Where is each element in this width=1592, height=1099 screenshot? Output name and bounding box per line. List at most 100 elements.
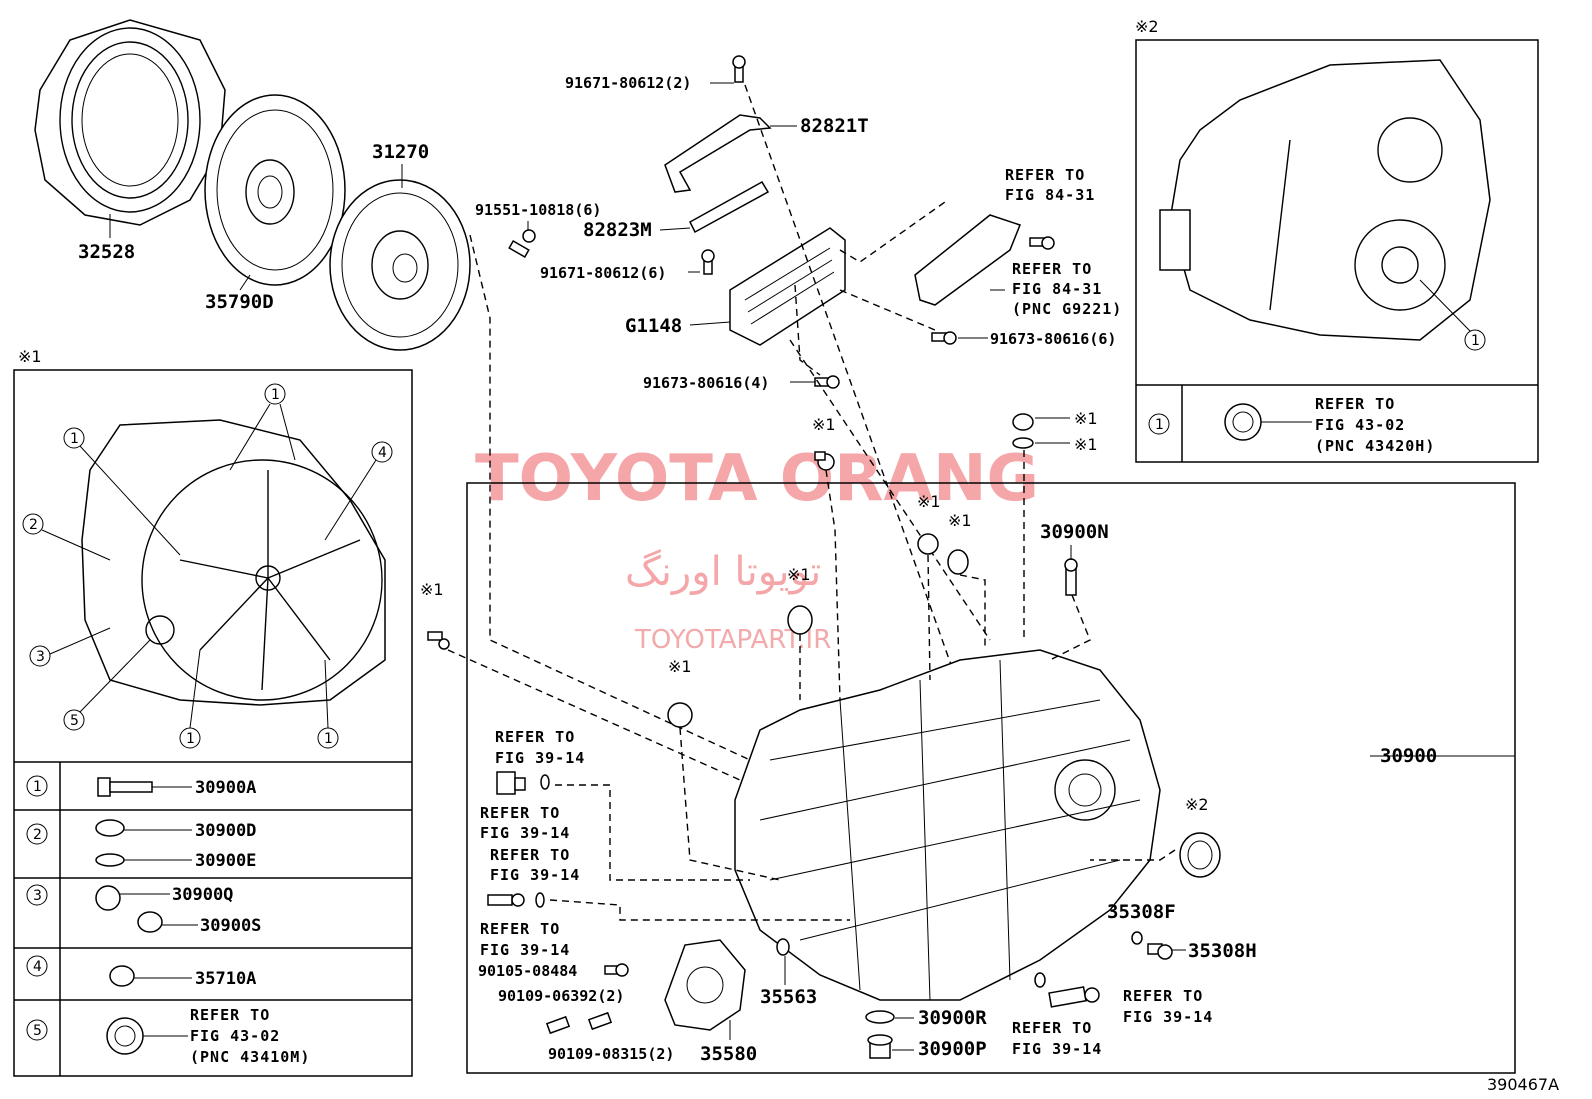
ref-43-02-inset1-line3: (PNC 43410M) — [190, 1048, 310, 1066]
inset1-row-4: 4 35710A — [26, 955, 256, 989]
bolt-91673-6-drawing — [931, 331, 957, 345]
label-30900: 30900 — [1380, 745, 1437, 767]
label-35563: 35563 — [760, 986, 817, 1008]
label-31270: 31270 — [372, 141, 429, 163]
svg-text:3: 3 — [36, 649, 45, 665]
plug-refer-drawing — [496, 771, 526, 795]
note1-mark-e: ※1 — [948, 511, 972, 530]
inset1-housing-drawing — [81, 419, 386, 706]
ref-39-14-f-line1: REFER TO — [1123, 987, 1203, 1005]
inset1-row-2: 2 30900D 30900E — [26, 819, 256, 871]
bolt-90109-08315-drawing — [587, 1011, 613, 1031]
bolt-h-drawing — [427, 631, 450, 650]
ref-43-02-inset1-line1: REFER TO — [190, 1006, 270, 1024]
note1-mark-a: ※1 — [812, 415, 836, 434]
svg-text:1: 1 — [70, 431, 79, 447]
bolt-84-31-drawing — [1029, 236, 1055, 250]
inset2-frame — [1135, 39, 1539, 463]
label-30900p: 30900P — [918, 1038, 987, 1060]
transaxle-housing-drawing — [734, 649, 1161, 1001]
label-91673-4: 91673-80616(4) — [643, 374, 769, 392]
svg-text:5: 5 — [33, 1023, 42, 1039]
svg-text:1: 1 — [33, 779, 42, 795]
svg-text:2: 2 — [33, 827, 42, 843]
ref-39-14-e-line1: REFER TO — [1012, 1019, 1092, 1037]
inset2-housing-drawing — [1159, 59, 1491, 341]
label-91673-6: 91673-80616(6) — [990, 330, 1116, 348]
relay-g1148-drawing — [729, 227, 846, 346]
inset1-callouts: 1 1 2 4 3 5 1 1 — [22, 383, 393, 749]
ref-39-14-a-line1: REFER TO — [495, 728, 575, 746]
svg-text:1: 1 — [1471, 333, 1480, 349]
inset1-frame — [13, 369, 413, 1077]
ref-39-14-c-line1: REFER TO — [490, 846, 570, 864]
plug-b-drawing — [1012, 413, 1034, 449]
label-90109-08315: 90109-08315(2) — [548, 1045, 674, 1063]
watermark-brand-farsi: تویوتا اورنگ — [625, 549, 821, 595]
bolt-refer-drawing — [487, 893, 525, 907]
label-g1148: G1148 — [625, 315, 682, 337]
svg-text:4: 4 — [378, 445, 387, 461]
oring-a-drawing — [540, 774, 550, 790]
label-35790d: 35790D — [205, 291, 274, 313]
ref-43-02-inset1-line2: FIG 43-02 — [190, 1027, 280, 1045]
label-30900r: 30900R — [918, 1007, 987, 1029]
note1-mark-d: ※1 — [917, 492, 941, 511]
inset1-row-1: 1 30900A — [26, 775, 256, 798]
gasket-30900r-drawing — [865, 1010, 895, 1024]
ref-84-31-g9221-line3: (PNC G9221) — [1012, 300, 1122, 318]
label-35308f: 35308F — [1107, 901, 1176, 923]
ref-43-02-inset2-line1: REFER TO — [1315, 395, 1395, 413]
svg-text:2: 2 — [29, 517, 38, 533]
ref-39-14-b-line2: FIG 39-14 — [480, 824, 570, 842]
svg-text:3: 3 — [33, 888, 42, 904]
svg-text:1: 1 — [271, 387, 280, 403]
label-30900s: 30900S — [200, 916, 261, 936]
ref-39-14-d-line1: REFER TO — [480, 920, 560, 938]
note1-mark-h: ※1 — [420, 580, 444, 599]
watermark-brand: TOYOTA ORANG — [475, 442, 1039, 516]
ref-39-14-c-line2: FIG 39-14 — [490, 866, 580, 884]
oring-35308f-drawing — [1131, 931, 1143, 945]
bolt-90105-drawing — [604, 963, 629, 977]
oring-c-drawing — [535, 892, 545, 908]
main-assembly-frame — [466, 482, 1516, 1074]
label-30900e: 30900E — [195, 851, 256, 871]
label-30900d: 30900D — [195, 821, 256, 841]
note2-mark: ※2 — [1185, 795, 1209, 814]
bracket-82821t-drawing — [664, 114, 772, 193]
label-30900a: 30900A — [195, 778, 256, 798]
ref-39-14-e-line2: FIG 39-14 — [1012, 1040, 1102, 1058]
bolt-91673-4-drawing — [814, 375, 840, 389]
bolt-90109-06392-drawing — [545, 1015, 571, 1035]
figure-code: 390467A — [1487, 1075, 1559, 1094]
note1-mark-b: ※1 — [1074, 409, 1098, 428]
label-30900q: 30900Q — [172, 885, 233, 905]
bolt-91671-mid-drawing — [701, 249, 715, 275]
svg-text:5: 5 — [70, 713, 79, 729]
label-90105: 90105-08484 — [478, 962, 577, 980]
bolt-91671-top-drawing — [732, 55, 746, 83]
ref-39-14-b-line1: REFER TO — [480, 804, 560, 822]
ref-84-31-g9221-line2: FIG 84-31 — [1012, 280, 1102, 298]
label-82821t: 82821T — [800, 115, 869, 137]
ecu-module-drawing — [914, 214, 1021, 306]
inset2-row: 1 REFER TO FIG 43-02 (PNC 43420H) — [1148, 395, 1434, 455]
ref-39-14-d-line2: FIG 39-14 — [480, 941, 570, 959]
seal-f-drawing — [787, 605, 813, 635]
note1-mark-g: ※1 — [668, 657, 692, 676]
switch-35580-drawing — [664, 939, 746, 1031]
sensor-refer-drawing — [1048, 986, 1100, 1008]
gasket-e-drawing — [947, 549, 969, 575]
part-31270-drawing — [329, 179, 471, 351]
inset1-note-mark: ※1 — [18, 347, 42, 366]
part-35790d-drawing — [204, 94, 346, 286]
bolt-35308h-drawing — [1147, 943, 1173, 960]
label-35710a: 35710A — [195, 969, 256, 989]
label-91671-mid: 91671-80612(6) — [540, 264, 666, 282]
svg-text:1: 1 — [324, 731, 333, 747]
label-35580: 35580 — [700, 1043, 757, 1065]
plug-c-drawing — [917, 533, 939, 555]
plug-30900p-drawing — [867, 1034, 893, 1059]
